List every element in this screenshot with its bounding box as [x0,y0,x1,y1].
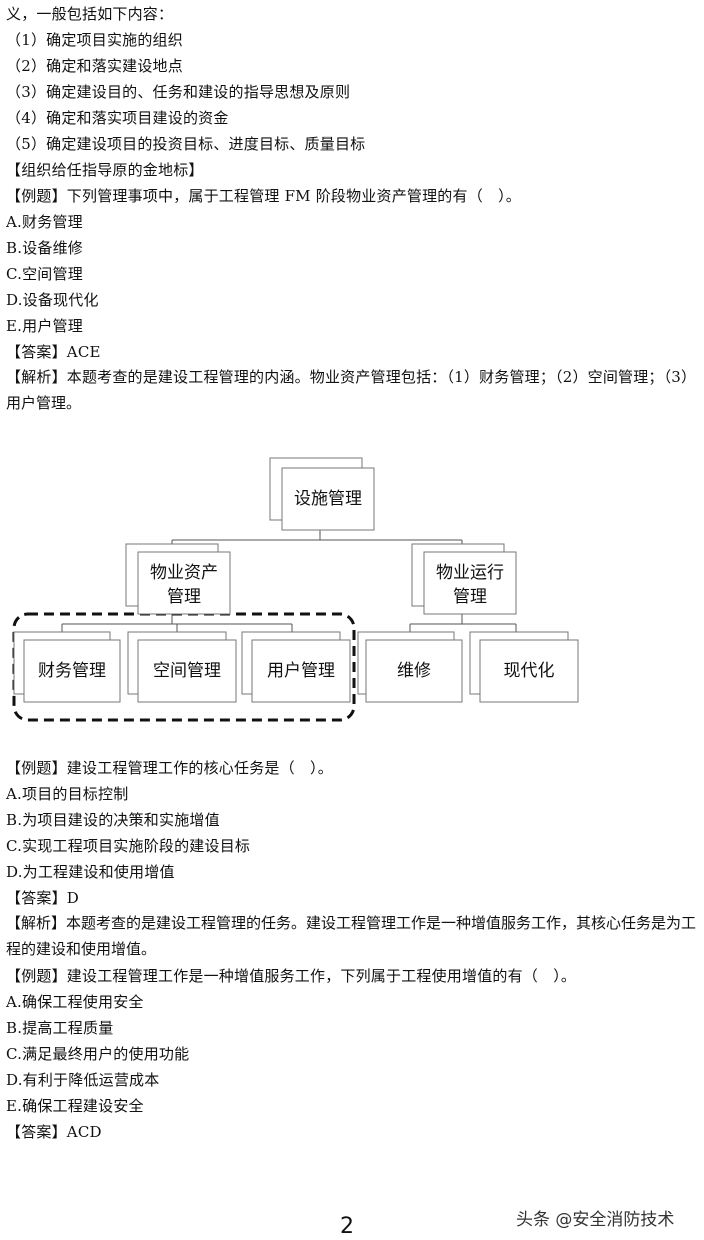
text-line: （5）确定建设项目的投资目标、进度目标、质量目标 [6,135,366,153]
question-stem: 【例题】建设工程管理工作是一种增值服务工作，下列属于工程使用增值的有（ ）。 [6,967,577,985]
node-label: 设施管理 [294,489,362,509]
node-label: 空间管理 [153,661,221,681]
answer: 【答案】ACE [6,343,101,361]
text-line: （1）确定项目实施的组织 [6,31,183,49]
node-label: 维修 [397,661,431,681]
option: C.实现工程项目实施阶段的建设目标 [6,837,251,855]
option: C.满足最终用户的使用功能 [6,1045,190,1063]
question-stem: 【例题】下列管理事项中，属于工程管理 FM 阶段物业资产管理的有（ ）。 [6,187,522,205]
node-label: 用户管理 [267,661,335,681]
option: D.为工程建设和使用增值 [6,863,175,881]
text-line: 【组织给任指导原的金地标】 [6,161,204,179]
node-finance: 财务管理 [13,631,121,703]
option: B.提高工程质量 [6,1019,114,1037]
option: B.为项目建设的决策和实施增值 [6,811,220,829]
node-operations-management: 物业运行 管理 [411,543,517,615]
question-stem: 【例题】建设工程管理工作的核心任务是（ ）。 [6,759,333,777]
analysis: 【解析】本题考查的是建设工程管理的内涵。物业资产管理包括：（1）财务管理；（2）… [6,368,696,412]
option: D.设备现代化 [6,291,99,309]
connector-lines [61,530,517,634]
watermark: 头条 @安全消防技术 [516,1210,675,1230]
option: B.设备维修 [6,239,83,257]
facility-management-diagram: 设施管理 物业资产 管理 物业运行 管理 财务管理 空间管理 用户管理 维修 现… [12,457,579,722]
node-label: 管理 [167,587,201,607]
analysis: 【解析】本题考查的是建设工程管理的任务。建设工程管理工作是一种增值服务工作，其核… [6,914,697,958]
option: C.空间管理 [6,265,83,283]
node-label: 财务管理 [38,661,106,681]
node-repair: 维修 [357,631,463,703]
answer: 【答案】ACD [6,1123,102,1141]
node-space: 空间管理 [127,631,237,703]
option: A.确保工程使用安全 [6,993,144,1011]
node-label: 物业资产 [150,563,218,583]
text-line: （3）确定建设目的、任务和建设的指导思想及原则 [6,83,351,101]
node-root: 设施管理 [269,457,375,531]
node-label: 管理 [453,587,487,607]
answer: 【答案】D [6,889,80,907]
option: E.用户管理 [6,317,83,335]
option: E.确保工程建设安全 [6,1097,144,1115]
node-modernization: 现代化 [469,631,579,703]
text-line: 义，一般包括如下内容： [6,5,174,23]
page-number: 2 [340,1214,354,1239]
node-user: 用户管理 [241,631,351,703]
node-label: 物业运行 [436,563,504,583]
option: A.项目的目标控制 [6,785,129,803]
text-line: （4）确定和落实项目建设的资金 [6,109,229,127]
node-label: 现代化 [504,661,555,681]
text-line: （2）确定和落实建设地点 [6,57,183,75]
option: D.有利于降低运营成本 [6,1071,160,1089]
option: A.财务管理 [6,213,83,231]
node-asset-management: 物业资产 管理 [125,543,231,615]
